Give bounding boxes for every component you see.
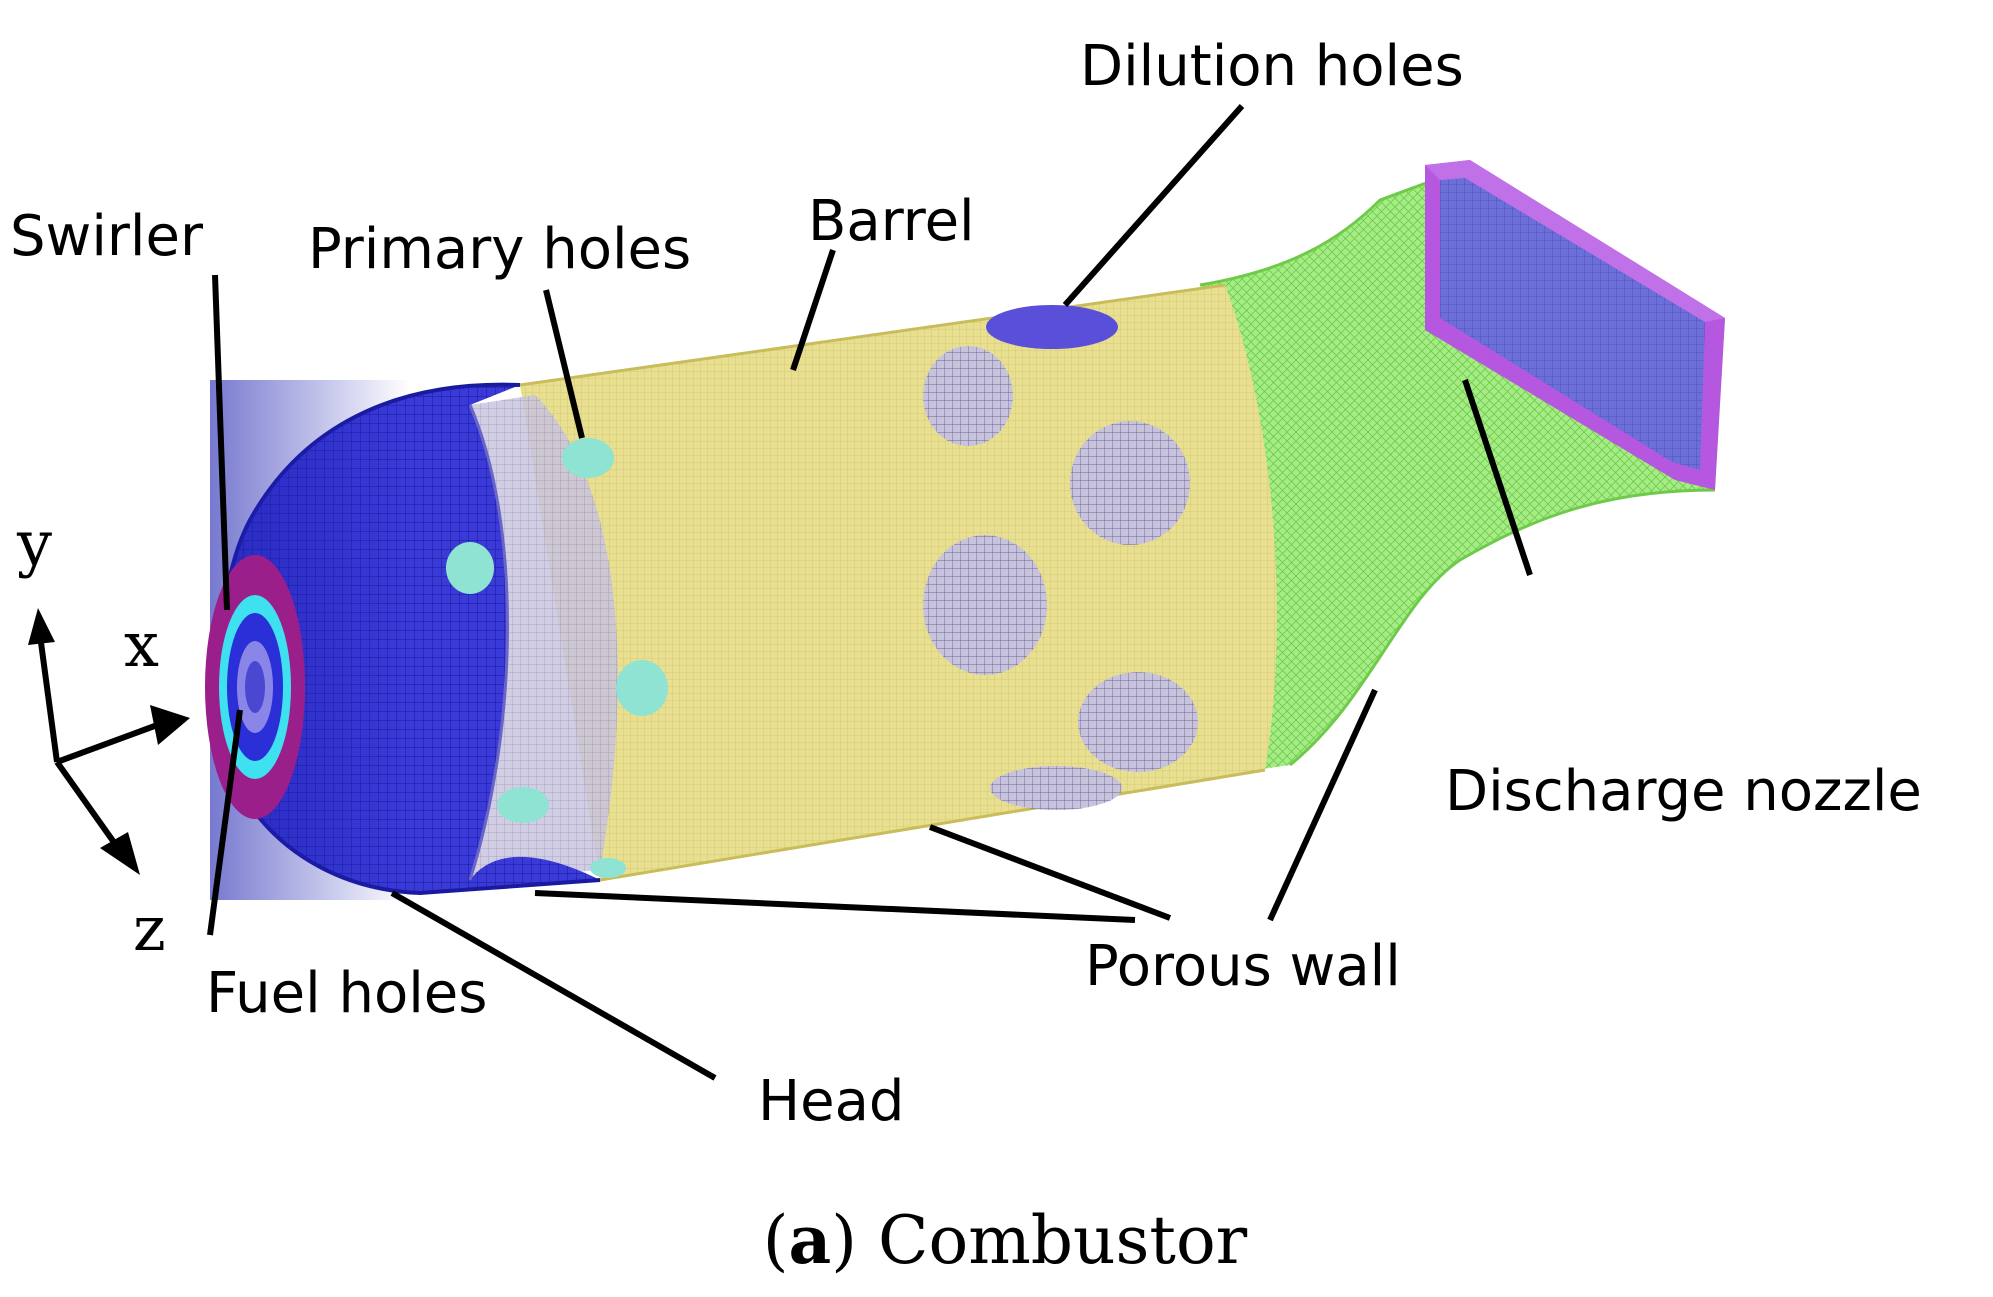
- label-swirler: Swirler: [10, 204, 204, 269]
- label-barrel: Barrel: [808, 189, 975, 254]
- dilution-hole-top: [986, 305, 1118, 349]
- axis-label-z: z: [133, 892, 166, 965]
- primary-hole: [590, 858, 626, 878]
- leader-porous-wall-head: [534, 890, 1136, 923]
- primary-holes-group: [446, 438, 668, 878]
- primary-hole: [562, 438, 614, 478]
- dilution-holes-group: [923, 305, 1198, 810]
- leader-fuel-holes: [207, 709, 243, 936]
- leader-porous-wall-barrel: [928, 824, 1172, 921]
- primary-hole: [616, 660, 668, 716]
- label-fuel-holes: Fuel holes: [206, 961, 487, 1026]
- dilution-hole: [1070, 421, 1190, 545]
- leader-primary-holes: [543, 289, 585, 439]
- label-primary-holes: Primary holes: [308, 217, 691, 282]
- leader-dilution-holes: [1062, 104, 1245, 307]
- primary-hole: [497, 787, 549, 823]
- dilution-hole: [923, 535, 1047, 675]
- dilution-hole: [923, 346, 1013, 446]
- dilution-hole: [990, 766, 1122, 810]
- label-head: Head: [758, 1069, 904, 1134]
- leader-swirler: [212, 274, 230, 611]
- caption-letter: a: [788, 1201, 831, 1279]
- dilution-hole: [1078, 672, 1198, 772]
- leader-lines: [207, 104, 1533, 1081]
- leader-head: [390, 890, 717, 1081]
- label-porous-wall: Porous wall: [1085, 934, 1401, 999]
- label-discharge-nozzle: Discharge nozzle: [1445, 759, 1922, 824]
- coordinate-axes: [28, 608, 190, 875]
- barrel-shape: [470, 283, 1277, 882]
- caption-text: Combustor: [878, 1202, 1248, 1279]
- leader-barrel: [790, 249, 836, 371]
- label-dilution-holes: Dilution holes: [1080, 34, 1464, 99]
- axis-label-y: y: [16, 507, 52, 580]
- swirler-shape: [205, 555, 305, 819]
- outlet-face: [1425, 160, 1725, 490]
- primary-hole: [446, 542, 494, 594]
- leader-porous-wall-nozzle: [1267, 688, 1378, 922]
- leader-discharge-nozzle: [1462, 379, 1533, 576]
- figure-caption: (a) Combustor: [763, 1201, 1248, 1279]
- axis-label-x: x: [124, 608, 159, 681]
